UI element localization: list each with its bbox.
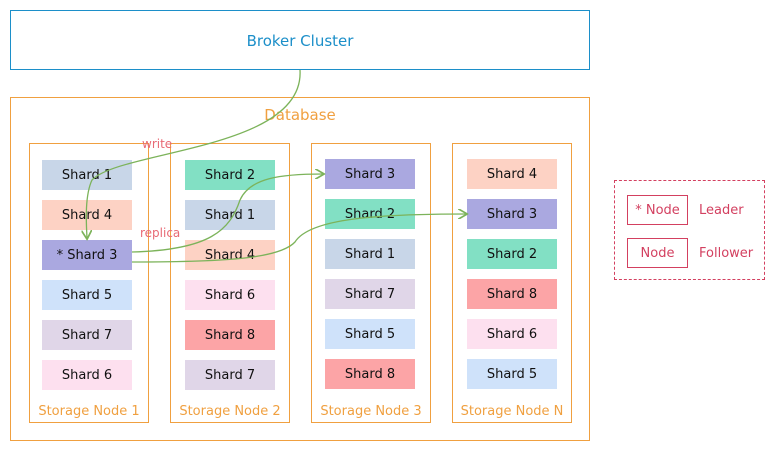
shard-block: Shard 5 (42, 280, 132, 310)
shard-block: Shard 2 (185, 160, 275, 190)
shard-block: Shard 7 (185, 360, 275, 390)
storage-node-n-label: Storage Node N (460, 404, 564, 419)
shard-block: Shard 6 (185, 280, 275, 310)
storage-node-1 (29, 143, 149, 423)
storage-node-3-label: Storage Node 3 (320, 404, 422, 419)
shard-block: Shard 1 (185, 200, 275, 230)
shard-block: Shard 6 (42, 360, 132, 390)
legend-leader-text: Leader (699, 203, 744, 218)
shard-block: Shard 8 (185, 320, 275, 350)
shard-block: Shard 5 (325, 319, 415, 349)
legend-box (614, 180, 765, 280)
storage-node-2 (170, 143, 290, 423)
shard-block: Shard 7 (42, 320, 132, 350)
shard-block: Shard 3 (467, 199, 557, 229)
shard-block: Shard 2 (467, 239, 557, 269)
write-arrow (86, 69, 301, 238)
shard-block: Shard 7 (325, 279, 415, 309)
legend-follower-text: Follower (699, 246, 754, 261)
replica-label: replica (140, 226, 181, 240)
storage-node-1-label: Storage Node 1 (38, 404, 140, 419)
legend-leader-box: * Node (627, 195, 688, 225)
legend-follower-box: Node (627, 238, 688, 268)
storage-node-n (452, 143, 572, 423)
shard-block: Shard 8 (325, 359, 415, 389)
storage-node-3 (311, 143, 431, 423)
shard-block: Shard 1 (325, 239, 415, 269)
shard-block: Shard 2 (325, 199, 415, 229)
shard-block: Shard 5 (467, 359, 557, 389)
replica-arrow-noden (131, 214, 466, 263)
write-label: write (142, 137, 173, 151)
shard-block-leader: * Shard 3 (42, 240, 132, 270)
storage-node-2-label: Storage Node 2 (179, 404, 281, 419)
database-box (10, 97, 590, 441)
replica-arrow-node3 (131, 174, 323, 253)
broker-cluster-label: Broker Cluster (246, 32, 354, 50)
shard-block: Shard 1 (42, 160, 132, 190)
shard-block: Shard 4 (467, 159, 557, 189)
broker-cluster-box (10, 10, 590, 70)
shard-block: Shard 6 (467, 319, 557, 349)
shard-block: Shard 8 (467, 279, 557, 309)
shard-block: Shard 3 (325, 159, 415, 189)
